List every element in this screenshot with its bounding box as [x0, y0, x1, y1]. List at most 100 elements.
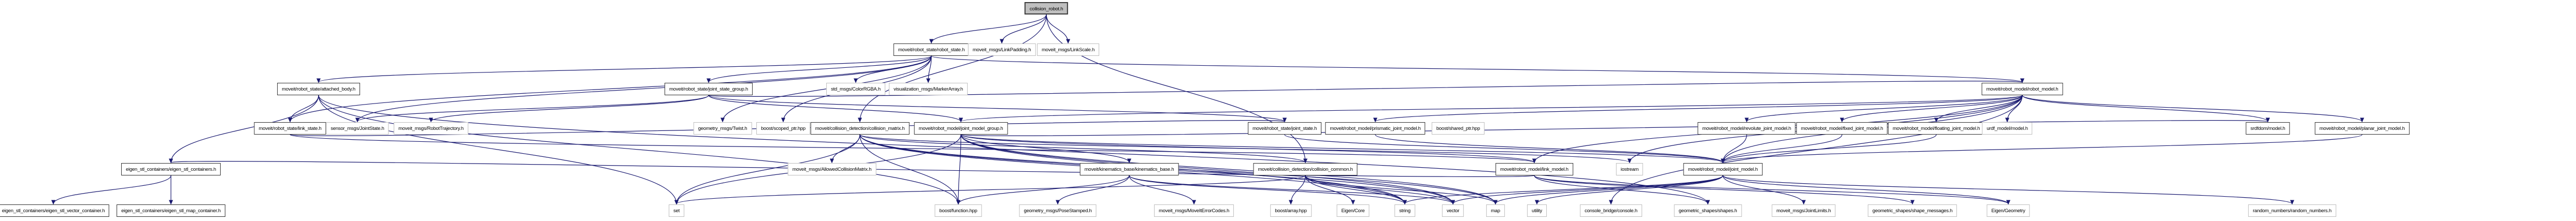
- edge-joint_model-to-utility: [1535, 175, 1723, 205]
- edge-joint_state_group-to-joint_model_group: [708, 95, 963, 123]
- graph-node-attached_body[interactable]: moveit/robot_state/attached_body.h: [277, 83, 360, 95]
- edge-attached_body-to-set: [318, 95, 679, 205]
- graph-node-eigen_geometry[interactable]: Eigen/Geometry: [1987, 204, 2030, 217]
- graph-node-marker_array[interactable]: visualization_msgs/MarkerArray.h: [889, 83, 968, 95]
- graph-node-shapes[interactable]: geometric_shapes/shapes.h: [1674, 204, 1742, 217]
- edge-joint_model_group-to-function: [956, 134, 961, 205]
- edge-link_model-to-shape_messages: [1534, 175, 1915, 205]
- edge-collision_common-to-vector: [1305, 175, 1455, 205]
- graph-node-joint_model_group[interactable]: moveit/robot_model/joint_model_group.h: [914, 122, 1008, 135]
- edge-joint_model-to-eigen_geometry: [1722, 175, 2010, 205]
- edge-kinematics_base-to-vector: [1129, 175, 1455, 205]
- edge-attached_body-to-eigen_containers: [169, 95, 319, 164]
- graph-node-link_scale[interactable]: moveit_msgs/LinkScale.h: [1037, 43, 1099, 56]
- edge-joint_model_group-to-string: [960, 134, 1407, 205]
- edge-robot_model-to-prismatic: [1373, 95, 2023, 123]
- edge-joint_model_group-to-map: [960, 134, 1498, 205]
- graph-node-kinematics_base[interactable]: moveit/kinematics_base/kinematics_base.h: [1080, 163, 1179, 175]
- graph-node-string[interactable]: string: [1394, 204, 1415, 217]
- edge-collision_common-to-set: [674, 175, 1306, 205]
- graph-node-map[interactable]: map: [1486, 204, 1505, 217]
- edge-collision_common-to-map: [1305, 175, 1498, 205]
- graph-node-collision_robot[interactable]: collision_robot.h: [1024, 2, 1069, 14]
- graph-node-eigen_core[interactable]: Eigen/Core: [1336, 204, 1370, 217]
- graph-node-prismatic[interactable]: moveit/robot_model/prismatic_joint_model…: [1325, 122, 1426, 135]
- edge-robot_state-to-link_state: [288, 55, 932, 123]
- edge-attached_body-to-link_state: [288, 95, 319, 123]
- edge-robot_model-to-joint_model_group: [959, 95, 2023, 123]
- edge-collision_matrix-to-function: [859, 134, 960, 205]
- edge-prismatic-to-joint_model: [1375, 134, 1725, 164]
- graph-node-scoped_ptr[interactable]: boost/scoped_ptr.hpp: [756, 122, 810, 135]
- edge-kinematics_base-to-pose_stamped: [1056, 175, 1130, 205]
- graph-node-utility[interactable]: utility: [1527, 204, 1547, 217]
- edge-fixed-to-joint_model: [1721, 134, 1843, 164]
- graph-node-sensor_joint_state[interactable]: sensor_msgs/JointState.h: [326, 122, 389, 135]
- edge-floating-to-joint_model: [1721, 134, 1937, 164]
- edge-joint_state_group-to-sensor_joint_state: [355, 95, 709, 123]
- graph-node-eigen_containers[interactable]: eigen_stl_containers/eigen_stl_container…: [121, 163, 221, 175]
- edge-joint_state_group-to-joint_state: [708, 95, 1287, 123]
- edge-planar-to-joint_model: [1721, 134, 2363, 164]
- graph-node-pose_stamped[interactable]: geometry_msgs/PoseStamped.h: [1019, 204, 1097, 217]
- edge-robot_model-to-planar: [2022, 95, 2364, 123]
- edge-kinematics_base-to-function: [956, 175, 1130, 205]
- graph-node-shared_ptr[interactable]: boost/shared_ptr.hpp: [1431, 122, 1485, 135]
- edge-joint_state_group-to-robot_model: [708, 78, 2024, 97]
- edge-robot_model-to-floating: [1934, 95, 2023, 123]
- edge-collision_robot-to-link_scale: [1046, 14, 1070, 44]
- graph-node-collision_common[interactable]: moveit/collision_detection/collision_com…: [1253, 163, 1358, 175]
- graph-node-joint_limits[interactable]: moveit_msgs/JointLimits.h: [1772, 204, 1836, 217]
- edge-joint_model_group-to-link_model: [960, 134, 1536, 164]
- graph-node-console[interactable]: console_bridge/console.h: [1580, 204, 1642, 217]
- graph-node-robot_state[interactable]: moveit/robot_state/robot_state.h: [893, 43, 970, 56]
- graph-node-floating[interactable]: moveit/robot_model/floating_joint_model.…: [1888, 122, 1985, 135]
- edge-link_model-to-eigen_geometry: [1534, 175, 2010, 205]
- graph-node-color_rgba[interactable]: std_msgs/ColorRGBA.h: [826, 83, 885, 95]
- edge-collision_robot-to-link_padding: [1000, 14, 1047, 44]
- graph-node-revolute[interactable]: moveit/robot_model/revolute_joint_model.…: [1697, 122, 1796, 135]
- graph-node-iostream[interactable]: iostream: [1616, 163, 1644, 175]
- edge-link_state-to-link_model: [290, 134, 1536, 164]
- graph-node-set[interactable]: set: [669, 204, 684, 217]
- graph-node-function[interactable]: boost/function.hpp: [934, 204, 982, 217]
- graph-node-allowed_cm[interactable]: moveit_msgs/AllowedCollisionMatrix.h: [787, 163, 876, 175]
- graph-node-planar[interactable]: moveit/robot_model/planar_joint_model.h: [2314, 122, 2410, 135]
- graph-node-fixed[interactable]: moveit/robot_model/fixed_joint_model.h: [1796, 122, 1888, 135]
- graph-node-link_model[interactable]: moveit/robot_model/link_model.h: [1495, 163, 1573, 175]
- graph-node-robot_trajectory[interactable]: moveit_msgs/RobotTrajectory.h: [394, 122, 468, 135]
- edge-robot_state-to-attached_body: [316, 55, 932, 83]
- edge-robot_state-to-marker_array: [926, 55, 932, 83]
- edge-attached_body-to-function: [318, 95, 960, 205]
- edge-robot_state-to-sensor_joint_state: [355, 55, 932, 123]
- edge-kinematics_base-to-string: [1129, 175, 1407, 205]
- graph-node-srdfdom[interactable]: srdfdom/model.h: [2246, 122, 2290, 135]
- edge-joint_model_group-to-kinematics_base: [960, 134, 1131, 164]
- graph-node-robot_model[interactable]: moveit/robot_model/robot_model.h: [1981, 83, 2063, 95]
- edge-eigen_containers-to-vector_container: [51, 175, 171, 205]
- edge-collision_robot-to-collision_common: [1046, 14, 1307, 164]
- edge-collision_common-to-string: [1305, 175, 1407, 205]
- graph-node-vector[interactable]: vector: [1442, 204, 1464, 217]
- graph-node-array[interactable]: boost/array.hpp: [1270, 204, 1312, 217]
- graph-node-vector_container[interactable]: eigen_stl_containers/eigen_stl_vector_co…: [0, 204, 110, 217]
- graph-node-map_container[interactable]: eigen_stl_containers/eigen_stl_map_conta…: [117, 204, 225, 217]
- edge-kinematics_base-to-error_codes: [1129, 175, 1196, 205]
- graph-node-link_padding[interactable]: moveit_msgs/LinkPadding.h: [968, 43, 1036, 56]
- graph-node-joint_model[interactable]: moveit/robot_model/joint_model.h: [1683, 163, 1763, 175]
- graph-node-link_state[interactable]: moveit/robot_state/link_state.h: [254, 122, 326, 135]
- edge-collision_matrix-to-set: [674, 134, 860, 205]
- edge-robot_model-to-revolute: [1745, 95, 2023, 123]
- graph-node-urdf[interactable]: urdf_model/model.h: [1982, 122, 2033, 135]
- graph-node-collision_matrix[interactable]: moveit/collision_detection/collision_mat…: [810, 122, 910, 135]
- graph-node-twist[interactable]: geometry_msgs/Twist.h: [693, 122, 752, 135]
- edge-joint_state-to-joint_model: [1284, 134, 1725, 164]
- graph-node-error_codes[interactable]: moveit_msgs/MoveItErrorCodes.h: [1154, 204, 1234, 217]
- graph-node-random_numbers[interactable]: random_numbers/random_numbers.h: [2248, 204, 2336, 217]
- edge-collision_common-to-eigen_core: [1305, 175, 1355, 205]
- graph-node-joint_state[interactable]: moveit/robot_state/joint_state.h: [1247, 122, 1322, 135]
- graph-node-shape_messages[interactable]: geometric_shapes/shape_messages.h: [1867, 204, 1958, 217]
- graph-node-joint_state_group[interactable]: moveit/robot_state/joint_state_group.h: [664, 83, 753, 95]
